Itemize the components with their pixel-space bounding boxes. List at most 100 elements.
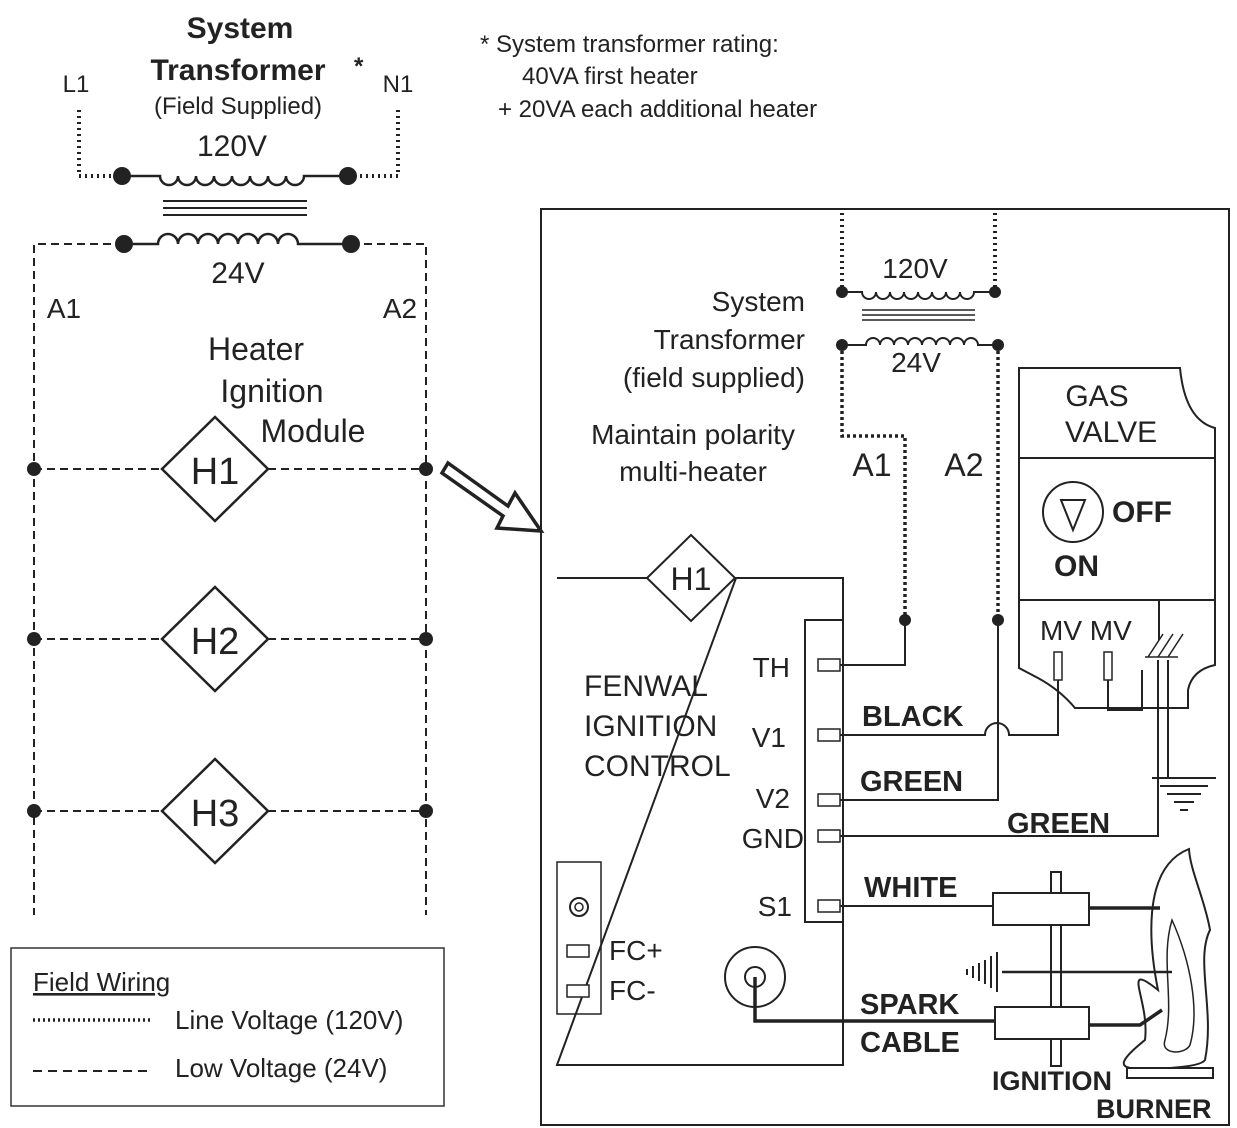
mv-jumper-wire	[1107, 670, 1143, 711]
ignition-bracket	[1050, 871, 1062, 1067]
svg-text:V2: V2	[756, 783, 790, 814]
transformer-subtitle: (Field Supplied)	[154, 93, 322, 120]
control-h1-label: H1	[671, 561, 712, 597]
detail-primary-winding	[842, 291, 995, 300]
v2-green-wire	[840, 620, 999, 801]
gas-valve-knob	[1042, 481, 1104, 543]
fc-minus-terminal	[566, 984, 590, 998]
gas-valve-label-2: VALVE	[1065, 416, 1157, 449]
module-label-line-3: Module	[261, 413, 366, 449]
polarity-note-line-1: Maintain polarity	[591, 419, 795, 450]
rating-note-line-3: + 20VA each additional heater	[498, 96, 817, 123]
module-label-line-1: Heater	[208, 331, 304, 367]
mv-terminal-1	[1053, 651, 1063, 681]
legend-line-voltage-label: Line Voltage (120V)	[175, 1005, 403, 1035]
wire-green-label-1: GREEN	[860, 766, 963, 798]
rating-note-line-2: 40VA first heater	[522, 63, 698, 90]
primary-voltage-label: 120V	[197, 130, 267, 163]
fc-panel	[556, 861, 602, 1015]
flame-sensor-electrode	[992, 892, 1090, 926]
detail-primary-voltage: 120V	[882, 253, 948, 284]
wire-green-label-2: GREEN	[1007, 808, 1110, 840]
field-wiring-legend: Field Wiring Line Voltage (120V) Low Vol…	[10, 947, 445, 1107]
a1-label: A1	[47, 293, 81, 324]
terminal-th: TH	[753, 652, 841, 683]
gas-valve-knob-pointer-icon	[1059, 499, 1087, 533]
fenwal-ignition-control: H1 FENWAL IGNITION CONTROL TH V1 V2 GND …	[555, 533, 844, 1066]
heater-ignition-module-label: Heater Ignition Module	[208, 331, 366, 449]
heater-h2-label: H2	[191, 621, 240, 663]
terminal-strip	[804, 619, 844, 923]
l1-line-voltage-wire	[77, 110, 122, 178]
transformer-asterisk: *	[354, 53, 364, 80]
detail-secondary-voltage: 24V	[891, 347, 941, 378]
burner-flame-inner-icon	[1163, 917, 1195, 1053]
legend-title: Field Wiring	[33, 967, 170, 997]
transformer-core	[163, 200, 307, 216]
spark-electrode	[994, 1006, 1090, 1040]
burner-label: BURNER	[1096, 1094, 1212, 1124]
wire-black-label: BLACK	[862, 701, 964, 733]
pilot-flame-icon	[966, 952, 998, 992]
fc-plus-terminal	[566, 944, 590, 958]
fc-plus-label: FC+	[609, 935, 663, 966]
terminal-v1: V1	[752, 722, 841, 753]
rating-note: * System transformer rating: 40VA first …	[480, 31, 817, 123]
detail-a2-label: A2	[944, 447, 983, 483]
mv-terminals-label: MV MV	[1040, 615, 1132, 646]
svg-text:GND: GND	[742, 823, 804, 854]
burner: BURNER	[1096, 847, 1214, 1124]
gas-valve-off-label: OFF	[1112, 496, 1172, 529]
burner-base	[1126, 1067, 1214, 1079]
control-wiring: BLACK GREEN GREEN WHITE SPARK CABLE	[753, 620, 1169, 1059]
heater-h1: H1	[27, 415, 433, 523]
fc-adjust-screw	[569, 897, 589, 917]
a2-label: A2	[383, 293, 417, 324]
gas-valve-on-label: ON	[1054, 550, 1099, 583]
control-label-line-2: IGNITION	[584, 710, 717, 743]
spark-cable-wire	[753, 977, 995, 1023]
detail-frame	[540, 208, 1230, 1126]
ignition-label: IGNITION	[992, 1066, 1112, 1096]
rating-note-line-1: * System transformer rating:	[480, 31, 779, 58]
ignition-assembly: IGNITION	[966, 871, 1172, 1096]
control-h1-diamond	[645, 533, 737, 623]
heater-h1-label: H1	[191, 451, 240, 493]
module-label-line-2: Ignition	[220, 373, 323, 409]
detail-transformer-line-1: System	[712, 286, 805, 317]
fc-minus-label: FC-	[609, 975, 656, 1006]
a1-bus-wire	[33, 243, 124, 915]
spark-gap	[1089, 1008, 1163, 1027]
mv-terminal-2	[1103, 651, 1113, 681]
earth-ground-icon	[1152, 777, 1216, 811]
control-label-line-1: FENWAL	[584, 670, 708, 703]
th-wire	[840, 620, 906, 666]
heater-h3-label: H3	[191, 793, 240, 835]
detail-a1-label: A1	[852, 447, 891, 483]
gas-valve-body	[1018, 367, 1216, 709]
detail-transformer-line-3: (field supplied)	[623, 362, 805, 393]
legend-frame	[10, 947, 445, 1107]
gnd-green-wire	[840, 660, 1159, 837]
system-transformer: System Transformer * (Field Supplied) 12…	[33, 12, 427, 915]
gas-valve: GAS VALVE OFF ON MV MV	[1018, 367, 1216, 709]
detail-secondary-winding	[842, 337, 998, 346]
terminal-v2: V2	[756, 783, 841, 814]
secondary-winding	[124, 232, 351, 246]
terminal-gnd: GND	[742, 823, 841, 854]
svg-text:S1: S1	[758, 891, 792, 922]
spark-cable-label-1: SPARK	[860, 989, 959, 1021]
l1-label: L1	[63, 71, 90, 98]
transformer-title-2: Transformer	[150, 54, 325, 87]
callout-arrow	[439, 460, 545, 533]
control-box	[555, 577, 844, 1066]
n1-line-voltage-wire	[348, 110, 400, 178]
heater-h2: H2	[27, 585, 433, 693]
valve-ground-tabs	[1145, 633, 1184, 658]
terminal-s1: S1	[758, 891, 841, 922]
svg-text:V1: V1	[752, 722, 786, 753]
transformer-title-1: System	[187, 12, 294, 45]
detail-transformer-line-2: Transformer	[654, 324, 805, 355]
polarity-note-line-2: multi-heater	[619, 456, 767, 487]
